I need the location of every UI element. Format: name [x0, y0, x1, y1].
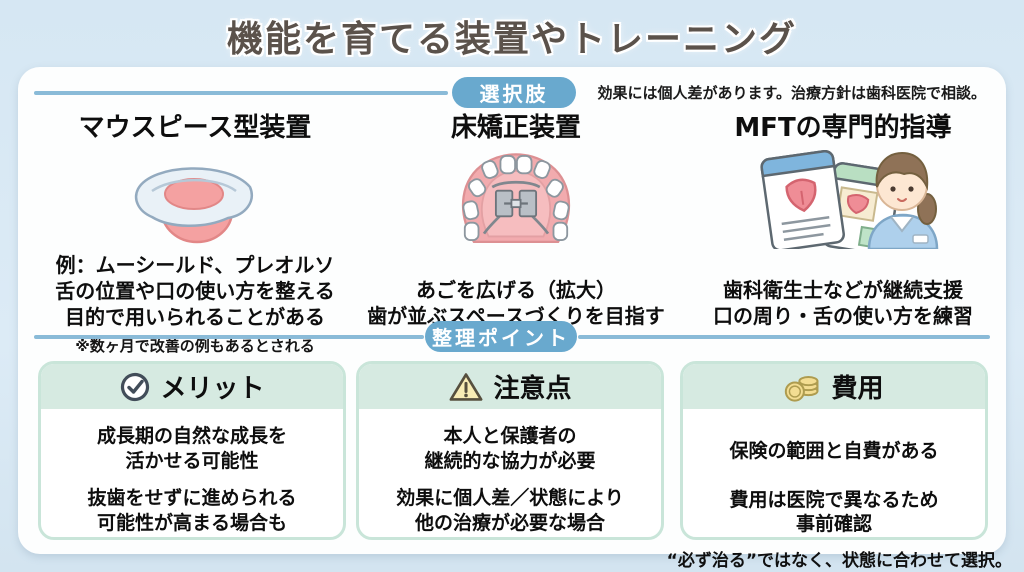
summary-box-cautions: 注意点 本人と保護者の 継続的な協力が必要 効果に個人差／状態により 他の治療が… [356, 361, 664, 540]
summary-box-header: メリット [41, 364, 343, 409]
option-column-mouthpiece: マウスピース型装置 例：ムーシールド、プレオルソ 舌の位置や口の使い方を整える … [30, 107, 360, 356]
summary-box-title: 費用 [831, 374, 884, 404]
top-disclaimer: 効果には個人差があります。治療方針は歯科医院で相談。 [597, 84, 986, 102]
option-title: マウスピース型装置 [78, 113, 312, 143]
warning-triangle-icon [450, 372, 483, 401]
expansion-plate-illustration [366, 147, 666, 249]
summary-box-body: 成長期の自然な成長を 活かせる可能性 抜歯をせずに進められる 可能性が高まる場合… [41, 409, 343, 536]
text-line: 活かせる可能性 [125, 449, 259, 472]
summary-box-title: メリット [160, 374, 265, 404]
text-line: 他の治療が必要な場合 [414, 512, 605, 535]
text-line: 抜歯をせずに進められる [87, 487, 297, 510]
option-footnote: ※数ヶ月で改善の例もあるとされる [75, 337, 315, 355]
hygienist-cards-illustration [680, 147, 1006, 249]
option-column-mft: MFTの専門的指導 [680, 107, 1006, 329]
options-divider-line [34, 91, 448, 95]
mouthpiece-illustration [30, 147, 360, 249]
option-title: 床矯正装置 [450, 113, 581, 143]
main-card: 選択肢 効果には個人差があります。治療方針は歯科医院で相談。 マウスピース型装置… [18, 67, 1006, 554]
summary-box-body: 保険の範囲と自費がある 費用は医院で異なるため 事前確認 [683, 409, 985, 537]
cost-paragraph: 保険の範囲と自費がある [683, 439, 985, 464]
summary-badge-label: 整理ポイント [432, 326, 570, 350]
caution-paragraph: 効果に個人差／状態により 他の治療が必要な場合 [359, 486, 661, 535]
option-line: 歯科衛生士などが継続支援 [723, 278, 963, 302]
caution-paragraph: 本人と保護者の 継続的な協力が必要 [359, 424, 661, 473]
text-line: 保険の範囲と自費がある [729, 440, 939, 462]
hygienist-cards-icon [760, 149, 939, 249]
option-column-expansion-plate: 床矯正装置 [366, 107, 666, 329]
check-circle-icon [121, 372, 150, 401]
text-line: 継続的な協力が必要 [424, 449, 596, 472]
options-badge: 選択肢 [452, 77, 576, 108]
option-line: あごを広げる（拡大） [416, 278, 616, 302]
summary-divider-line-right [578, 335, 990, 339]
summary-badge: 整理ポイント [425, 321, 577, 352]
summary-divider-line-left [34, 335, 424, 339]
expansion-plate-icon [461, 153, 571, 244]
option-description: 歯科衛生士などが継続支援 口の周り・舌の使い方を練習 [680, 277, 1006, 329]
text-line: 事前確認 [795, 513, 872, 536]
cost-paragraph: 費用は医院で異なるため 事前確認 [683, 488, 985, 537]
summary-box-header: 注意点 [359, 364, 661, 409]
text-line: 費用は医院で異なるため [729, 488, 939, 511]
text-line: 成長期の自然な成長を [96, 425, 287, 447]
summary-box-merits: メリット 成長期の自然な成長を 活かせる可能性 抜歯をせずに進められる 可能性が… [38, 361, 346, 540]
summary-box-cost: 費用 保険の範囲と自費がある 費用は医院で異なるため 事前確認 [680, 361, 988, 540]
mouthpiece-icon [134, 167, 253, 244]
summary-box-header: 費用 [683, 364, 985, 409]
text-line: 本人と保護者の [443, 425, 577, 447]
option-line: 舌の位置や口の使い方を整える [55, 279, 335, 303]
option-line: 目的で用いられることがある [65, 305, 325, 329]
merit-paragraph: 抜歯をせずに進められる 可能性が高まる場合も [41, 486, 343, 535]
coins-icon [785, 375, 819, 402]
page-title: 機能を育てる装置やトレーニング [226, 19, 797, 60]
text-line: 効果に個人差／状態により [396, 487, 624, 510]
option-description: 例：ムーシールド、プレオルソ 舌の位置や口の使い方を整える 目的で用いられること… [30, 252, 360, 330]
text-line: 可能性が高まる場合も [96, 512, 287, 535]
option-title: MFTの専門的指導 [734, 113, 952, 143]
bottom-disclaimer: “必ず治る”ではなく、状態に合わせて選択。 [666, 551, 1012, 571]
summary-box-title: 注意点 [493, 374, 572, 404]
merit-paragraph: 成長期の自然な成長を 活かせる可能性 [41, 424, 343, 473]
options-badge-label: 選択肢 [479, 82, 549, 106]
option-line: 例：ムーシールド、プレオルソ [55, 253, 335, 277]
summary-box-body: 本人と保護者の 継続的な協力が必要 効果に個人差／状態により 他の治療が必要な場… [359, 409, 661, 536]
option-line: 口の周り・舌の使い方を練習 [713, 304, 973, 328]
